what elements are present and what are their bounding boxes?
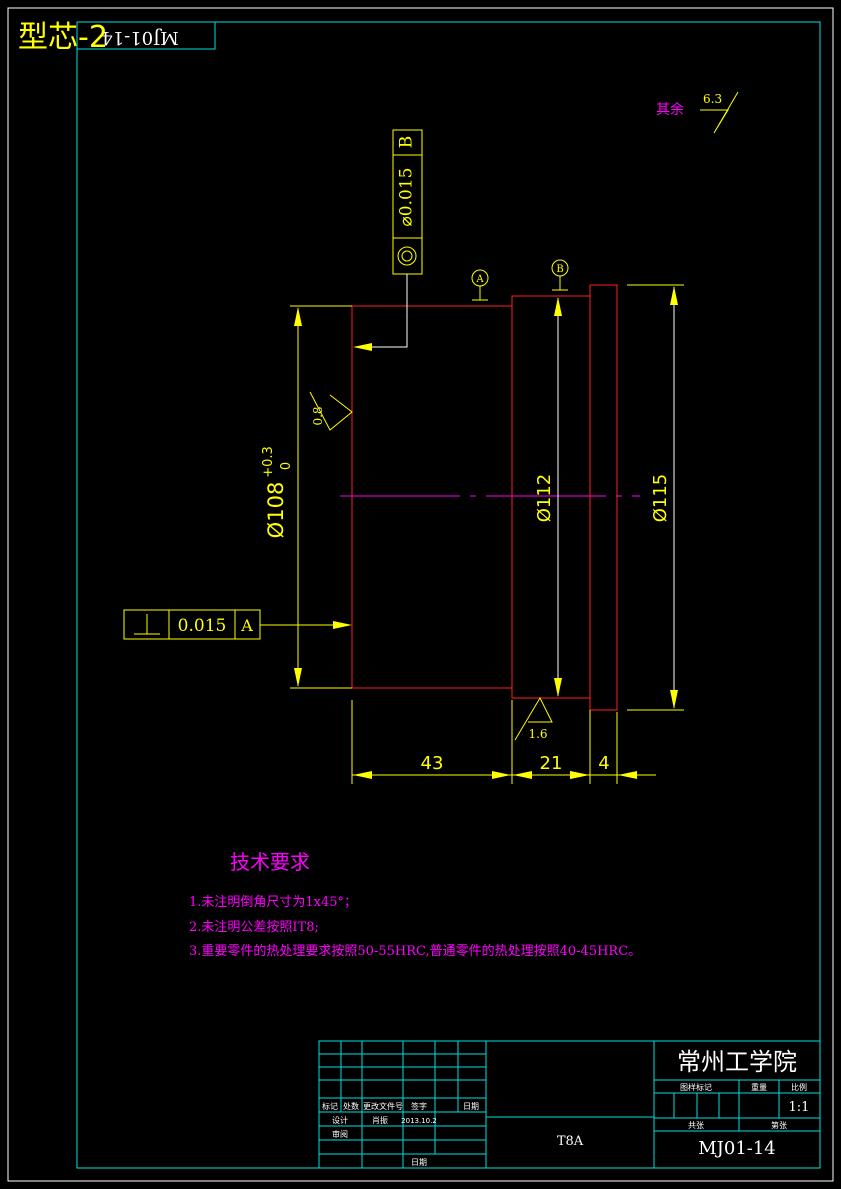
- dim-d108: Ø108: [264, 482, 288, 539]
- row-design: 设计: [332, 1115, 348, 1125]
- corner-code-mirrored: MJ01-14: [101, 27, 179, 48]
- corner-code-box: [76, 21, 216, 50]
- sheet-number: 第张: [771, 1120, 787, 1130]
- roughness-step-value: 1.6: [528, 727, 547, 741]
- concentricity-icon: [397, 246, 417, 266]
- inner-frame: [76, 21, 821, 1169]
- roughness-other-label: 其余: [656, 101, 684, 118]
- len43-arrow-left: [353, 771, 372, 779]
- roughness-bore-symbol: [309, 391, 353, 431]
- dim-length-43: 43: [421, 753, 444, 774]
- concentricity-datum: B: [397, 136, 417, 149]
- roughness-other-symbol: [700, 91, 739, 134]
- perpendicularity-icon: [134, 614, 160, 635]
- d108-arrow-bottom: [294, 668, 302, 687]
- d112-arrow-bottom: [554, 678, 562, 697]
- sheets-total: 共张: [688, 1121, 704, 1130]
- d108-arrow-top: [294, 307, 302, 326]
- roughness-other-value: 6.3: [703, 92, 722, 106]
- material: T8A: [557, 1134, 584, 1149]
- weight-label: 重量: [751, 1082, 767, 1092]
- concentricity-arrow: [353, 343, 372, 351]
- tech-req-item-3: 3.重要零件的热处理要求按照50-55HRC,普通零件的热处理按照40-45HR…: [189, 943, 641, 959]
- col-mark: 标记: [322, 1101, 338, 1111]
- col-count: 处数: [343, 1101, 359, 1111]
- row-design-name: 肖振: [372, 1115, 388, 1125]
- dim-d112: Ø112: [534, 474, 555, 523]
- row-design-date: 2013.10.2: [401, 1117, 437, 1125]
- concentricity-icon-inner: [401, 250, 413, 262]
- col-date: 日期: [463, 1102, 479, 1111]
- roughness-bore-value: 0.8: [311, 406, 325, 425]
- title-block: [318, 1040, 821, 1169]
- len4-arrow-right: [618, 771, 637, 779]
- tech-req-title: 技术要求: [230, 850, 310, 874]
- perpendicularity-datum: A: [240, 616, 253, 635]
- concentricity-leader: [356, 274, 408, 348]
- row-review: 审阅: [332, 1129, 348, 1139]
- len21-arrow-left: [513, 771, 532, 779]
- dim-d108-tol-upper: +0.3: [261, 446, 276, 478]
- tech-req-item-1: 1.未注明倒角尺寸为1x45°；: [189, 895, 357, 910]
- perpendicularity-tolerance: 0.015: [178, 616, 227, 636]
- datum-a-label: A: [475, 274, 484, 285]
- part-body: [351, 305, 513, 689]
- datum-b-label: B: [556, 264, 563, 275]
- row-date-label: 日期: [411, 1158, 427, 1167]
- len4-arrow-left: [570, 771, 589, 779]
- dim-d108-tol-lower: 0: [279, 462, 294, 470]
- school-name: 常州工学院: [677, 1048, 797, 1076]
- scale-value: 1:1: [789, 1100, 810, 1115]
- overlay-title: 型芯-2: [18, 20, 108, 55]
- stage-mark: 图样标记: [680, 1082, 712, 1092]
- roughness-step-symbol: [514, 696, 553, 741]
- concentricity-tolerance: ⌀0.015: [397, 168, 417, 227]
- dim-d115: Ø115: [650, 474, 671, 523]
- len43-arrow-right: [492, 771, 511, 779]
- col-sign: 签字: [411, 1101, 427, 1111]
- d115-arrow-bottom: [670, 690, 678, 709]
- d112-arrow-top: [554, 297, 562, 316]
- drawing-number: MJ01-14: [698, 1138, 776, 1159]
- part-flange: [589, 284, 618, 711]
- outer-frame: [7, 7, 834, 1182]
- d115-arrow-top: [670, 286, 678, 305]
- col-change-doc: 更改文件号: [363, 1101, 403, 1111]
- tech-req-item-2: 2.未注明公差按照IT8;: [189, 920, 319, 935]
- dim-length-4: 4: [598, 753, 609, 774]
- perpendicularity-arrow: [333, 621, 352, 629]
- dim-length-21: 21: [540, 753, 563, 774]
- scale-label: 比例: [791, 1082, 807, 1092]
